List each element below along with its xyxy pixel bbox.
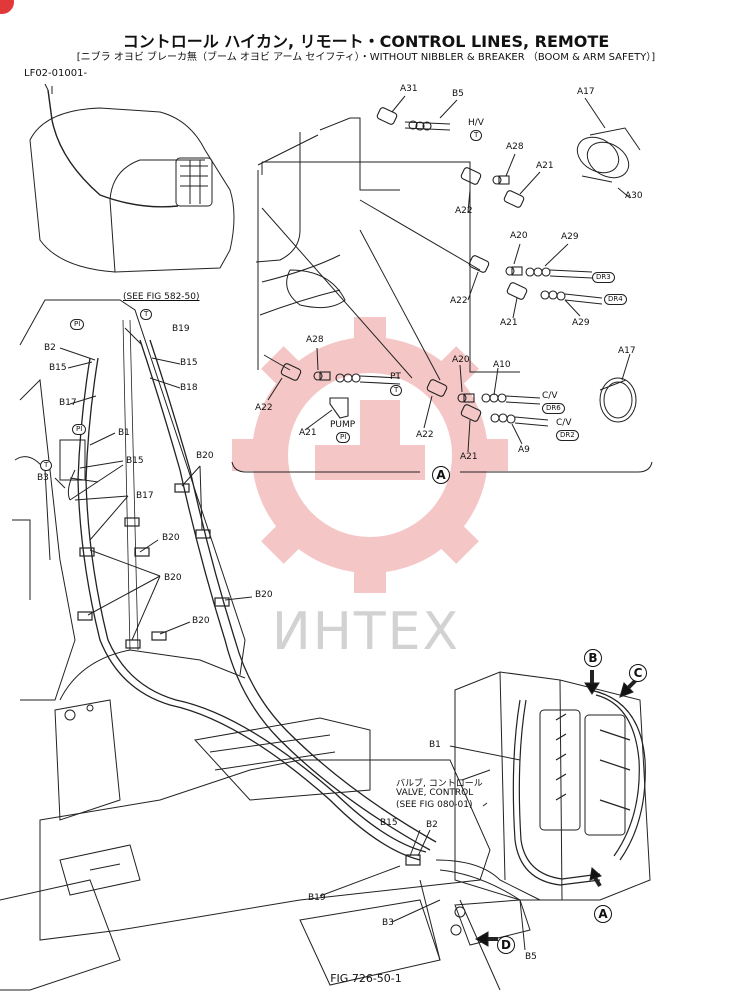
page-title: コントロール ハイカン, リモート・CONTROL LINES, REMOTE <box>122 32 610 51</box>
part-label-a22: A22 <box>455 206 473 216</box>
see-fig-582-note: (SEE FIG 582-50) <box>123 292 200 302</box>
port-tag-t: T <box>140 309 153 320</box>
part-label-b20: B20 <box>192 616 210 626</box>
part-label-b15: B15 <box>380 818 398 828</box>
part-label-b17: B17 <box>59 398 77 408</box>
part-label-a20: A20 <box>452 355 470 365</box>
part-label-b15: B15 <box>49 363 67 373</box>
part-label-a17-top: A17 <box>577 87 595 97</box>
part-label-b5-top: B5 <box>452 89 464 99</box>
port-tag-t: T <box>390 385 403 396</box>
cv-line-label: C/V <box>542 391 558 401</box>
part-label-a21: A21 <box>500 318 518 328</box>
part-label-b15: B15 <box>126 456 144 466</box>
part-label-a21: A21 <box>299 428 317 438</box>
part-label-a10: A10 <box>493 360 511 370</box>
part-label-a22: A22 <box>255 403 273 413</box>
hv-line-label: H/V <box>468 118 484 128</box>
part-label-b19: B19 <box>308 893 326 903</box>
port-tag-t: T <box>470 130 483 141</box>
part-label-a22: A22 <box>416 430 434 440</box>
part-label-b20: B20 <box>196 451 214 461</box>
part-label-b2: B2 <box>426 820 438 830</box>
part-label-a17: A17 <box>618 346 636 356</box>
part-label-b1: B1 <box>429 740 441 750</box>
pt-line-label: PT <box>390 372 401 382</box>
valve-note-jp: バルブ, コントロール <box>396 779 483 789</box>
part-label-a21: A21 <box>460 452 478 462</box>
part-label-a22: A22 <box>450 296 468 306</box>
part-label-a20: A20 <box>510 231 528 241</box>
figure-number: FIG 726-50-1 <box>330 972 402 985</box>
valve-note-ref: (SEE FIG 080-01) <box>396 800 473 810</box>
port-tag-t: T <box>40 460 53 471</box>
part-label-b19: B19 <box>172 324 190 334</box>
port-tag-dr6: DR6 <box>542 403 565 414</box>
view-marker-b: B <box>584 649 602 667</box>
part-label-b5: B5 <box>525 952 537 962</box>
port-tag-dr4: DR4 <box>604 294 627 305</box>
view-marker-d: D <box>497 936 515 954</box>
part-label-b20: B20 <box>162 533 180 543</box>
port-tag-pi: PI <box>72 424 87 435</box>
part-label-b2: B2 <box>44 343 56 353</box>
part-label-b15: B15 <box>180 358 198 368</box>
part-label-a30: A30 <box>625 191 643 201</box>
part-label-b3: B3 <box>382 918 394 928</box>
part-label-b18: B18 <box>180 383 198 393</box>
part-label-a28-top: A28 <box>506 142 524 152</box>
part-label-a31: A31 <box>400 84 418 94</box>
pump-line-label: PUMP <box>330 420 356 430</box>
part-label-b1: B1 <box>118 428 130 438</box>
port-tag-pi: PI <box>70 319 85 330</box>
document-id: LF02-01001- <box>24 68 88 79</box>
page-subtitle: [ニブラ オヨビ ブレーカ無（ブーム オヨビ アーム セイフティ）・WITHOU… <box>76 52 656 63</box>
view-marker-a: A <box>594 905 612 923</box>
part-label-a21-top: A21 <box>536 161 554 171</box>
part-label-b3: B3 <box>37 473 49 483</box>
watermark-text: ИНТЕХ <box>271 602 461 662</box>
part-label-a9: A9 <box>518 445 530 455</box>
part-label-b20: B20 <box>164 573 182 583</box>
part-label-b17: B17 <box>136 491 154 501</box>
part-label-b20: B20 <box>255 590 273 600</box>
part-label-a29: A29 <box>561 232 579 242</box>
cv-line-label: C/V <box>556 418 572 428</box>
valve-note-en: VALVE, CONTROL <box>396 788 474 798</box>
view-marker-c: C <box>629 664 647 682</box>
port-tag-pi: PI <box>336 432 351 443</box>
view-marker-a: A <box>432 466 450 484</box>
part-label-a28: A28 <box>306 335 324 345</box>
port-tag-dr2: DR2 <box>556 430 579 441</box>
part-label-a29: A29 <box>572 318 590 328</box>
port-tag-dr3: DR3 <box>592 272 615 283</box>
